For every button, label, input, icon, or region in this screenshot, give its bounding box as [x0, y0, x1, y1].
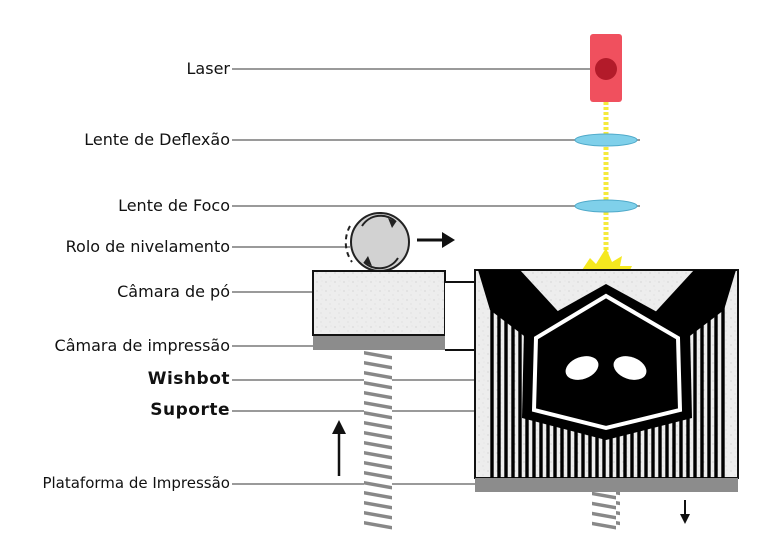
powder-up-arrow: [332, 420, 346, 476]
label-print-chamber: Câmara de impressão: [54, 336, 230, 355]
label-deflection-lens: Lente de Deflexão: [84, 130, 230, 149]
build-platform: [475, 478, 738, 492]
label-powder-chamber: Câmara de pó: [117, 282, 230, 301]
laser-spot: [582, 248, 632, 270]
label-leveling-roller: Rolo de nivelamento: [65, 237, 230, 256]
deflection-lens: [574, 133, 638, 147]
platform-lift-screw: [592, 492, 620, 531]
leveling-roller: [344, 212, 410, 272]
label-print-platform: Plataforma de Impressão: [42, 474, 230, 492]
label-focus-lens: Lente de Foco: [118, 196, 230, 215]
focus-lens: [574, 199, 638, 213]
powder-chamber: [312, 270, 446, 350]
platform-down-arrow: [680, 500, 690, 524]
powder-lift-screw: [364, 350, 392, 531]
chamber-wall: [445, 281, 476, 351]
wishbot-part: [478, 270, 736, 440]
label-wishbot: Wishbot: [147, 369, 230, 389]
laser-head: [590, 34, 622, 102]
label-support: Suporte: [150, 400, 230, 420]
label-laser: Laser: [186, 59, 230, 78]
roller-direction-arrow: [417, 232, 455, 248]
